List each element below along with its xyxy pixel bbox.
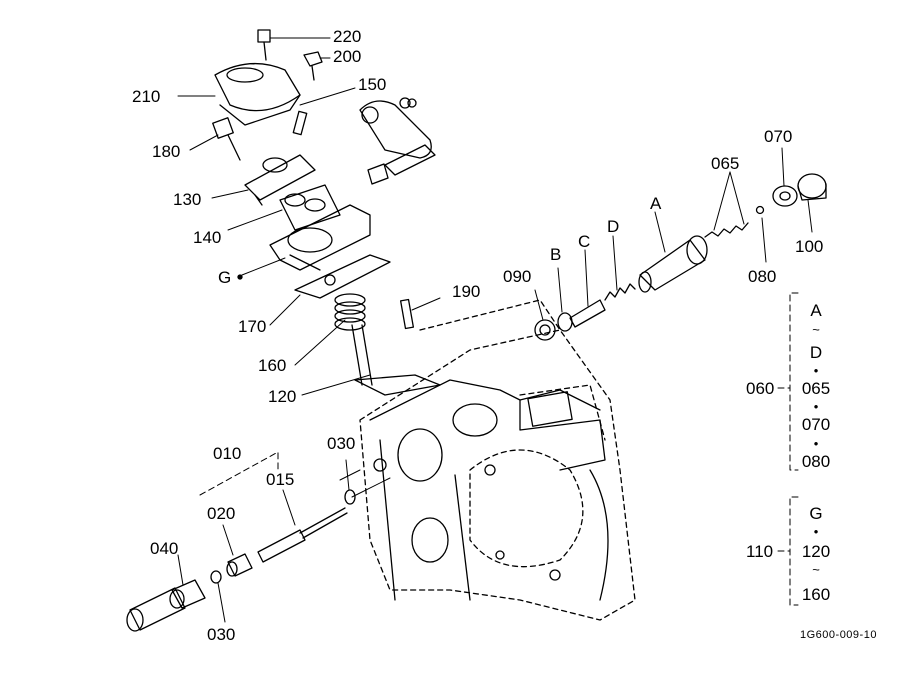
callout-190: 190 (452, 282, 481, 301)
group-110-connector-1: ~ (812, 562, 820, 577)
group-060-connector-0: ~ (812, 322, 820, 337)
ring-080 (755, 205, 765, 215)
rod-C (569, 299, 606, 328)
group-010-bracket (199, 451, 279, 496)
callout-030-lower: 030 (207, 625, 236, 644)
spring-160 (334, 293, 366, 331)
callout-160: 160 (258, 356, 287, 375)
group-110-member-160: 160 (801, 585, 831, 604)
cover-210 (214, 62, 301, 126)
group-060-member-080: 080 (801, 452, 831, 471)
g-dot (237, 274, 243, 280)
engine-block-solid (369, 379, 609, 601)
screw-015 (257, 507, 348, 563)
callout-C: C (578, 232, 591, 251)
group-110-connector-0: • (813, 524, 819, 539)
callout-065: 065 (711, 154, 740, 173)
bolt-220 (257, 29, 271, 61)
callout-015: 015 (266, 470, 295, 489)
callout-180: 180 (152, 142, 181, 161)
nut-200 (303, 51, 323, 81)
sleeve-cap (169, 579, 206, 609)
pin-150 (292, 110, 308, 136)
cap-100 (797, 173, 827, 201)
callout-070: 070 (764, 127, 793, 146)
callout-200: 200 (333, 47, 362, 66)
gasket-170 (294, 254, 391, 299)
group-060-member-070: 070 (801, 415, 831, 434)
plunger-A (638, 235, 708, 293)
group-060-member-A: A (810, 301, 822, 320)
part-B (557, 312, 573, 332)
bracket-110 (777, 496, 799, 606)
callout-120: 120 (268, 387, 297, 406)
top-fitting (407, 98, 417, 108)
callout-040: 040 (150, 539, 179, 558)
bolt-side (367, 144, 436, 185)
nut-020 (226, 553, 253, 577)
callout-080: 080 (748, 267, 777, 286)
leader-lines (177, 37, 813, 623)
group-060-connector-2: • (813, 399, 819, 414)
callout-170: 170 (238, 317, 267, 336)
nut-070 (772, 185, 798, 207)
callout-D: D (607, 217, 620, 236)
callout-150: 150 (358, 75, 387, 94)
figure-code: 1G600-009-10 (800, 629, 877, 641)
group-060-number: 060 (746, 379, 775, 398)
group-060-member-D: D (809, 343, 823, 362)
bolt-180 (212, 117, 241, 161)
group-060-connector-1: • (813, 363, 819, 378)
bracket-060 (777, 292, 799, 471)
callout-A: A (650, 194, 662, 213)
callout-030-upper: 030 (327, 434, 356, 453)
shaft-120 (351, 324, 441, 396)
washer-030-lower (210, 570, 222, 584)
callout-140: 140 (193, 228, 222, 247)
callout-100: 100 (795, 237, 824, 256)
pin-190 (399, 298, 415, 330)
spring-065 (704, 222, 749, 238)
washer-090 (534, 319, 556, 341)
group-060-connector-3: • (813, 436, 819, 451)
lever-plate (359, 97, 432, 159)
group-110-member-G: G (809, 504, 823, 523)
group-110-member-120: 120 (801, 542, 831, 561)
washer-030-upper (344, 489, 356, 505)
callout-010: 010 (213, 444, 242, 463)
callout-020: 020 (207, 504, 236, 523)
callout-G: G (218, 268, 232, 287)
callout-B: B (550, 245, 562, 264)
bracket-130 (244, 154, 316, 206)
group-110-number: 110 (746, 542, 774, 561)
governor-housing-G (269, 204, 371, 271)
callout-130: 130 (173, 190, 202, 209)
bushing-040 (126, 587, 186, 632)
engine-block (359, 299, 636, 621)
callout-210: 210 (132, 87, 161, 106)
spring-D (604, 283, 636, 301)
housing-140 (279, 184, 341, 231)
group-060-member-065: 065 (801, 379, 831, 398)
callout-220: 220 (333, 27, 362, 46)
callout-090: 090 (503, 267, 532, 286)
